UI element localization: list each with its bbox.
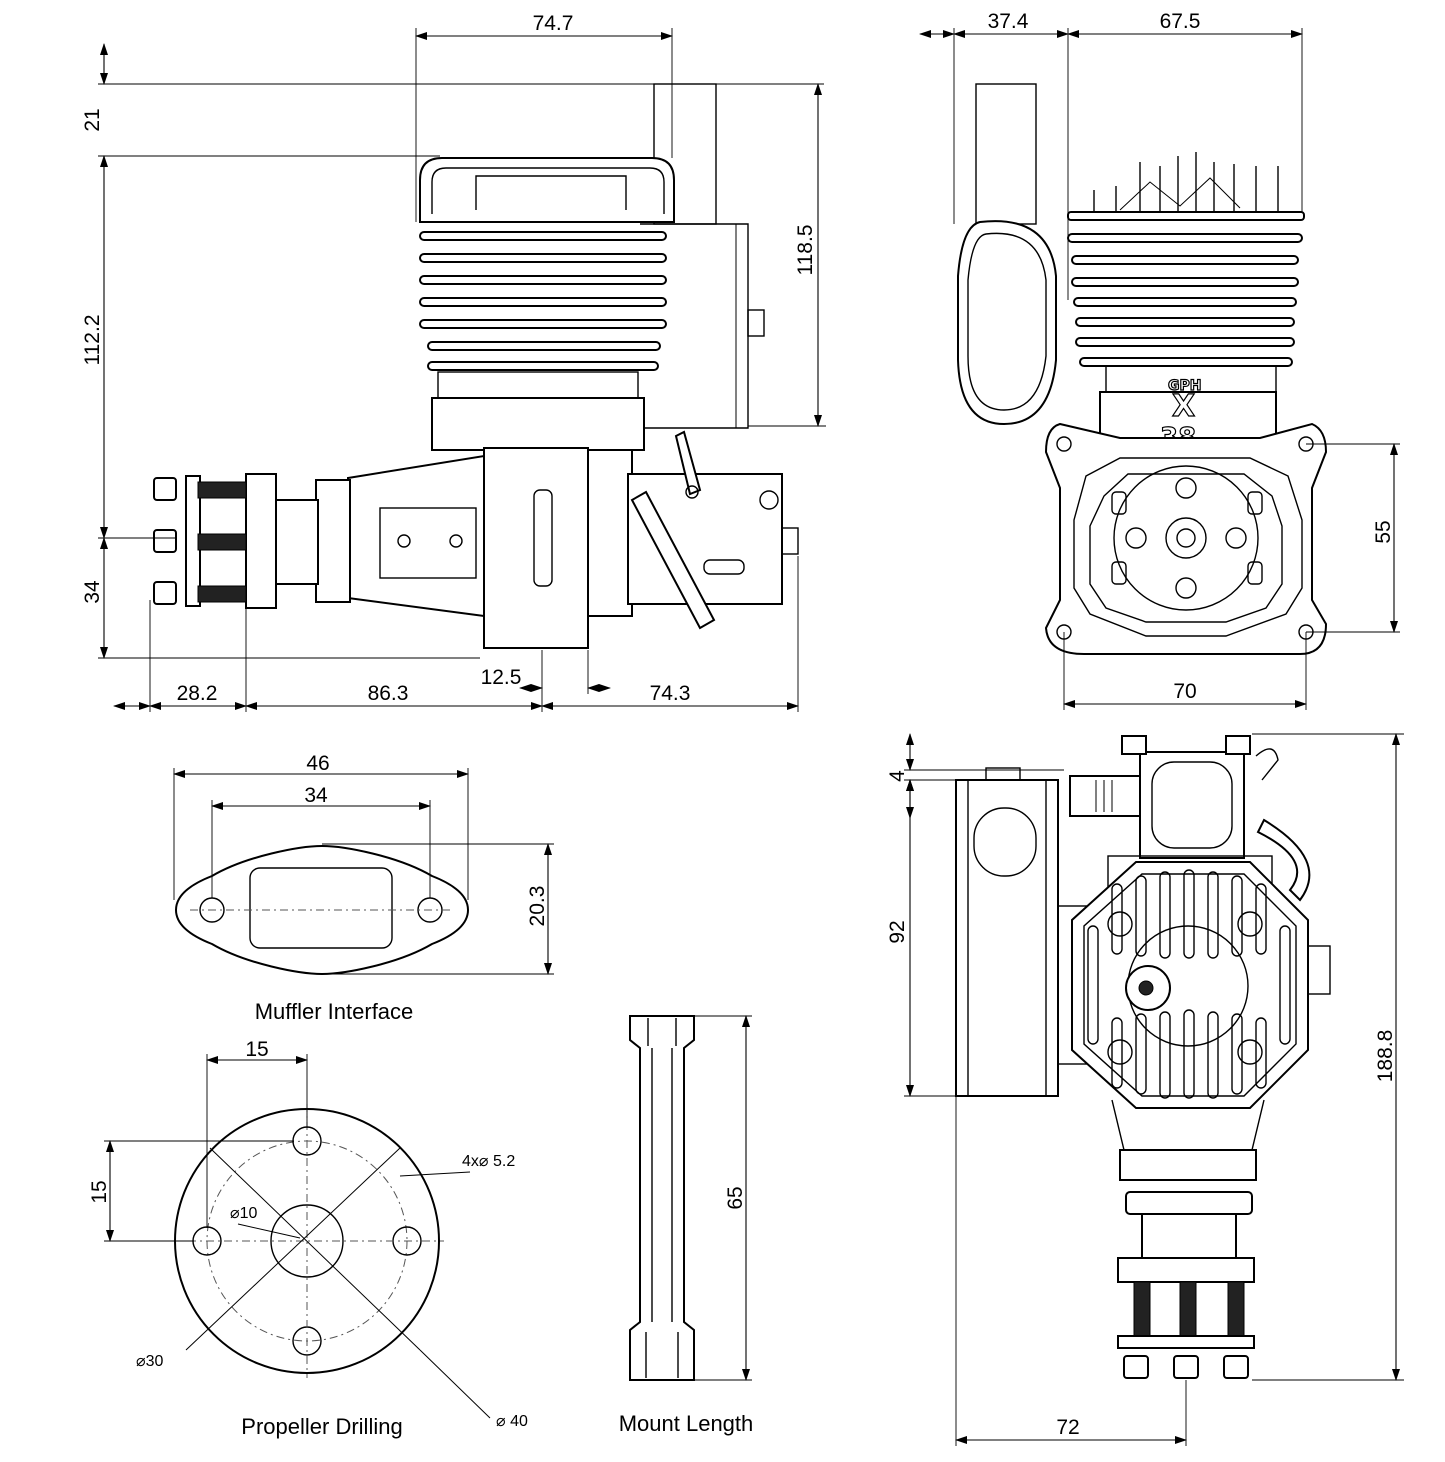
dim-prop-holes: 4x⌀ 5.2 [462, 1153, 515, 1170]
dim-bottom-d: 74.3 [650, 682, 691, 705]
dim-muffler-height: 20.3 [526, 886, 549, 927]
dim-prop-b: 15 [88, 1180, 111, 1203]
dim-height-right: 118.5 [794, 225, 817, 276]
dim-front-top-b: 67.5 [1160, 10, 1201, 33]
dim-muffler-inner: 34 [304, 784, 328, 807]
muffler-interface: 46 34 20.3 Muffler Interface [173, 752, 554, 1024]
dim-top-view-c: 188.8 [1374, 1030, 1397, 1083]
top-view-dimensions: 4 92 188.8 72 [886, 733, 1404, 1446]
dim-prop-outer: ⌀ 40 [496, 1413, 528, 1430]
dim-left-mid: 112.2 [81, 315, 104, 366]
head-spikes [1093, 152, 1279, 218]
propeller-caption: Propeller Drilling [241, 1414, 402, 1439]
mount-caption: Mount Length [619, 1411, 754, 1436]
head-slots [1087, 869, 1291, 1099]
dim-bottom-b: 86.3 [368, 682, 409, 705]
dim-prop-a: 15 [245, 1038, 268, 1061]
dim-muffler-outer: 46 [306, 752, 329, 775]
side-view-dimensions: 74.7 21 112.2 34 118.5 28.2 86.3 12.5 74… [81, 12, 826, 712]
dim-left-low: 34 [81, 580, 104, 604]
dim-left-upper: 21 [81, 108, 104, 131]
dim-front-right: 55 [1372, 520, 1395, 543]
svg-text:GPH: GPH [1168, 378, 1201, 394]
dim-top-view-d: 72 [1056, 1416, 1079, 1439]
dim-top-view-b: 92 [886, 920, 909, 943]
dim-bottom-a: 28.2 [177, 682, 218, 705]
dim-mount-length: 65 [724, 1186, 747, 1209]
front-view-dimensions: 37.4 67.5 55 70 [919, 10, 1400, 710]
dim-prop-center: ⌀10 [230, 1205, 258, 1222]
cylinder-fins [419, 231, 667, 371]
dim-front-bottom: 70 [1173, 680, 1196, 703]
top-view [955, 735, 1331, 1379]
dim-bottom-c: 12.5 [481, 666, 522, 689]
svg-text:X: X [1172, 389, 1195, 424]
dim-top-view-a: 4 [886, 770, 909, 782]
front-fins [1067, 211, 1305, 367]
side-view [153, 83, 799, 649]
dim-front-top-a: 37.4 [988, 10, 1029, 33]
propeller-drilling: 15 15 4x⌀ 5.2 ⌀10 ⌀30 ⌀ 40 Propeller Dri… [88, 1038, 528, 1439]
dim-prop-pcd: ⌀30 [136, 1353, 164, 1370]
mount-length: 65 Mount Length [619, 1015, 754, 1436]
dim-top-width: 74.7 [533, 12, 574, 35]
muffler-caption: Muffler Interface [255, 999, 414, 1024]
front-view: GPH X 38 [957, 83, 1328, 655]
